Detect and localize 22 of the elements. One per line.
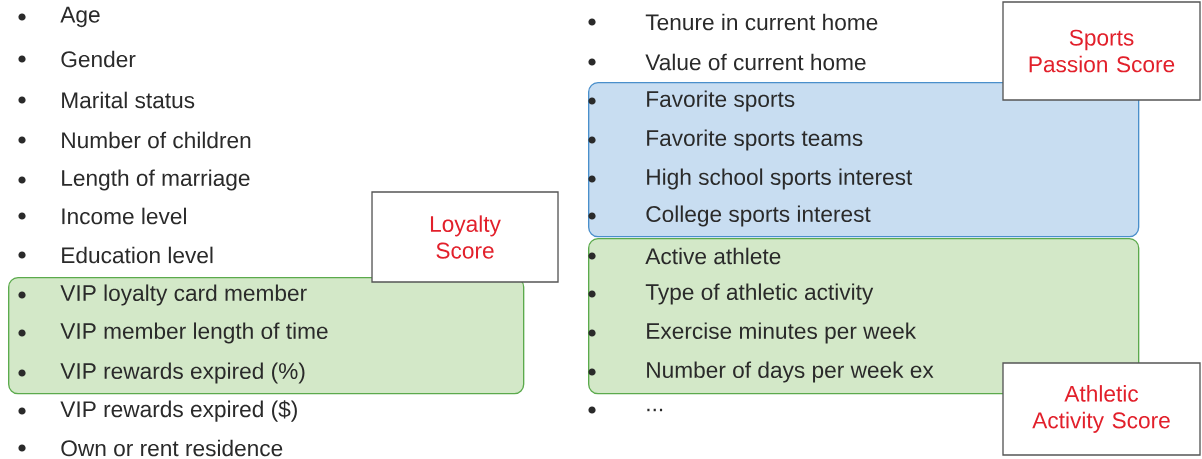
list-item: Number of children — [62, 131, 251, 149]
list-item: High school sports interest — [647, 168, 913, 190]
list-item: VIP member length of time — [60, 322, 328, 344]
list-item: VIP rewards expired (%) — [60, 362, 305, 384]
list-item: Marital status — [62, 91, 195, 109]
list-item: Type of athletic activity — [645, 283, 874, 305]
list-item: Number of days per week ex — [647, 361, 934, 383]
list-item: Length of marriage — [62, 169, 250, 191]
list-item: Favorite sports — [647, 90, 795, 112]
list-item: Favorite sports teams — [647, 129, 863, 151]
score-box: Loyalty Score — [371, 191, 559, 283]
list-item: Own or rent residence — [61, 439, 283, 457]
list-item: Tenure in current home — [645, 13, 878, 31]
score-box: Athletic Activity Score — [1002, 362, 1201, 456]
score-box: Sports Passion Score — [1002, 1, 1201, 101]
list-item: Age — [60, 6, 100, 28]
list-item: Active athlete — [645, 247, 781, 265]
list-item: VIP loyalty card member — [60, 284, 307, 306]
list-item: Gender — [61, 50, 136, 68]
list-item: Exercise minutes per week — [647, 322, 917, 344]
list-item: College sports interest — [646, 205, 871, 227]
list-item: Income level — [62, 207, 186, 225]
